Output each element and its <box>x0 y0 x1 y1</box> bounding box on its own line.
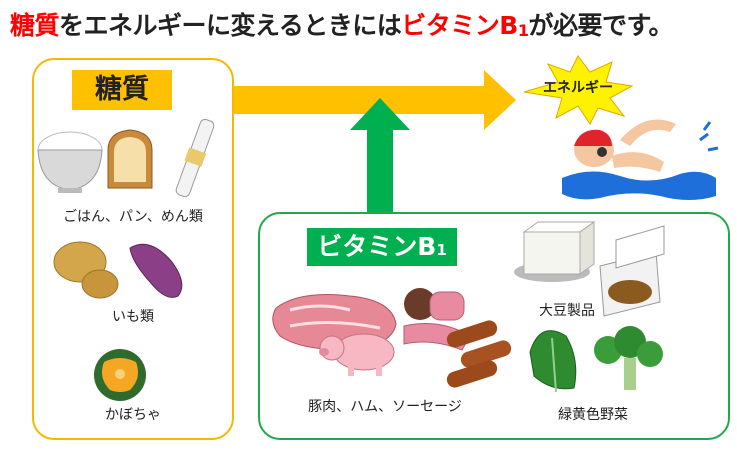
spinach-icon <box>529 330 577 393</box>
headline-vitamin: ビタミンB <box>401 11 518 40</box>
vitamin-label-main: ビタミンB <box>317 232 437 261</box>
energy-label: エネルギー <box>543 80 613 96</box>
broccoli-icon <box>594 326 663 390</box>
potato-icon <box>53 241 119 299</box>
caption-soy: 大豆製品 <box>539 303 595 319</box>
pumpkin-icon <box>94 349 146 401</box>
sausage-icon <box>446 320 512 388</box>
sweet-potato-icon <box>129 243 183 298</box>
caption-vegetables: 緑黄色野菜 <box>558 407 628 423</box>
caption-pork: 豚肉、ハム、ソーセージ <box>308 399 462 415</box>
headline-end: が必要です。 <box>528 11 673 40</box>
caption-potatoes: いも類 <box>112 309 154 325</box>
vitamin-label-sub: 1 <box>436 241 447 259</box>
vitamin-label: ビタミンB1 <box>307 228 457 266</box>
arrow-vitamin-up <box>350 98 410 212</box>
natto-icon <box>599 225 665 317</box>
bread-icon <box>107 129 153 189</box>
tofu-icon <box>514 221 596 282</box>
energy-burst-icon <box>523 55 634 125</box>
caption-grains: ごはん、パン、めん類 <box>63 209 203 225</box>
headline-middle: をエネルギーに変えるときには <box>59 11 402 40</box>
pig-icon <box>319 333 395 376</box>
caption-pumpkin: かぼちゃ <box>105 407 161 423</box>
headline: 糖質をエネルギーに変えるときにはビタミンB1が必要です。 <box>10 6 730 42</box>
headline-vitamin-sub: 1 <box>517 21 529 40</box>
noodles-icon <box>175 118 215 198</box>
swimmer-icon <box>562 119 719 200</box>
carb-label: 糖質 <box>72 70 172 110</box>
arrow-carb-to-energy <box>234 70 516 130</box>
rice-bowl-icon <box>37 131 103 193</box>
headline-carb: 糖質 <box>10 11 60 40</box>
